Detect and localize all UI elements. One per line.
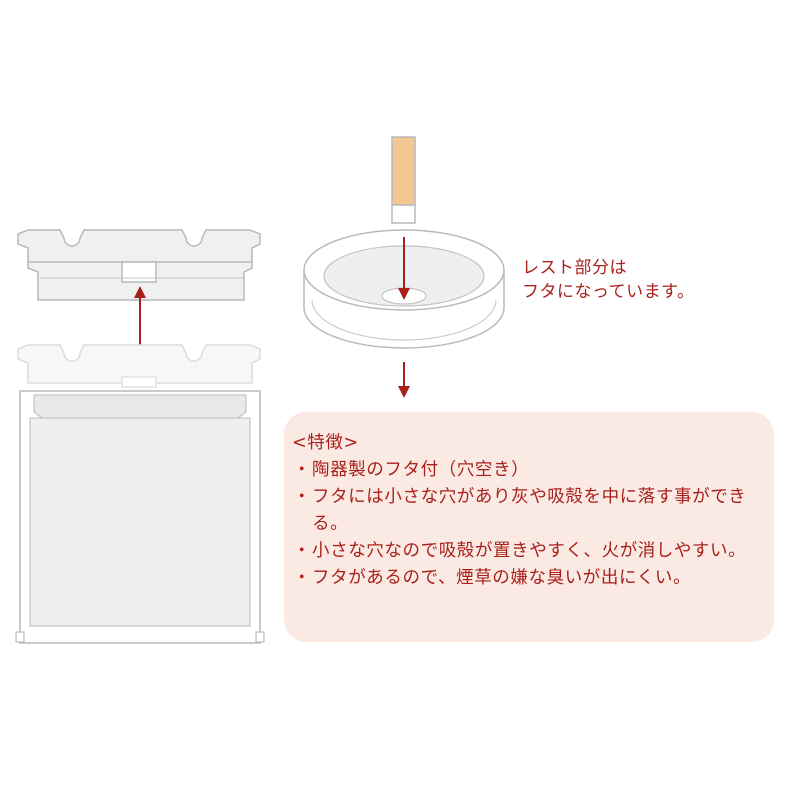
bullet: ・	[292, 487, 312, 507]
feature-text: フタには小さな穴があり灰や吸殻を中に落す事ができる。	[312, 487, 747, 534]
bullet: ・	[292, 568, 312, 588]
callout-label: レスト部分は フタになっています。	[522, 256, 694, 304]
cigarette-icon	[391, 136, 416, 224]
bullet: ・	[292, 541, 312, 561]
container-body	[15, 344, 265, 644]
bullet: ・	[292, 460, 312, 480]
feature-item: ・ フタには小さな穴があり灰や吸殻を中に落す事ができる。	[292, 484, 766, 538]
callout-line-1: レスト部分は	[522, 258, 627, 278]
feature-text: 陶器製のフタ付（穴空き）	[312, 460, 530, 480]
features-panel: <特徴> ・ 陶器製のフタ付（穴空き） ・ フタには小さな穴があり灰や吸殻を中に…	[284, 412, 774, 642]
callout-line-2: フタになっています。	[522, 282, 695, 302]
features-heading: <特徴>	[292, 433, 359, 453]
feature-item: ・ フタがあるので、煙草の嫌な臭いが出にくい。	[292, 565, 766, 592]
feature-item: ・ 小さな穴なので吸殻が置きやすく、火が消しやすい。	[292, 538, 766, 565]
lid-side-view	[17, 229, 261, 301]
feature-text: 小さな穴なので吸殻が置きやすく、火が消しやすい。	[312, 541, 747, 561]
feature-text: フタがあるので、煙草の嫌な臭いが出にくい。	[312, 568, 692, 588]
feature-item: ・ 陶器製のフタ付（穴空き）	[292, 457, 766, 484]
ash-exit-arrow	[398, 362, 410, 398]
ash-drop-arrow	[398, 237, 410, 300]
